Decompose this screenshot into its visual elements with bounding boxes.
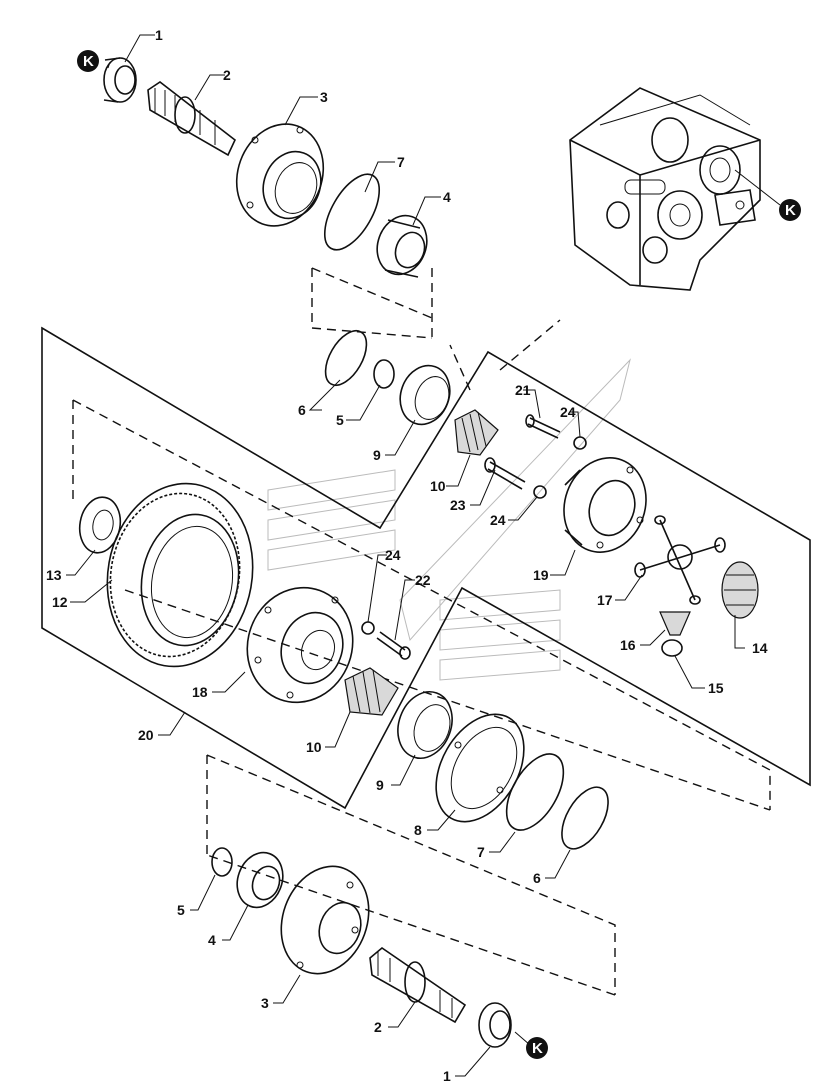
callout: 9 bbox=[373, 447, 381, 463]
snap-ring-6-lower bbox=[561, 786, 609, 850]
dashed-group-lines bbox=[72, 267, 771, 996]
top-flange-3 bbox=[235, 123, 325, 227]
svg-text:K: K bbox=[83, 53, 94, 70]
svg-text:K: K bbox=[532, 1040, 543, 1057]
cup-9-upper bbox=[399, 364, 451, 426]
callout: 7 bbox=[397, 154, 405, 170]
shim-8 bbox=[435, 713, 525, 823]
reference-marker-k: K bbox=[779, 199, 801, 221]
callout: 19 bbox=[533, 567, 549, 583]
watermark bbox=[267, 358, 631, 681]
callout: 20 bbox=[138, 727, 154, 743]
callout: 15 bbox=[708, 680, 724, 696]
bolt-23 bbox=[484, 457, 526, 490]
snap-ring-6-upper bbox=[324, 330, 368, 386]
pinion-16 bbox=[659, 611, 691, 636]
callout: 5 bbox=[177, 902, 185, 918]
top-seal-1 bbox=[103, 57, 137, 103]
callout: 9 bbox=[376, 777, 384, 793]
bearing-4-lower bbox=[236, 851, 284, 909]
callout: 7 bbox=[477, 844, 485, 860]
svg-text:K: K bbox=[785, 202, 796, 219]
ring-5-upper bbox=[373, 359, 395, 389]
side-gear-14 bbox=[721, 561, 759, 619]
callout: 1 bbox=[155, 27, 163, 43]
callout: 12 bbox=[52, 594, 68, 610]
cup-9-lower bbox=[397, 691, 453, 759]
nut-24-lower bbox=[361, 621, 375, 635]
callout: 10 bbox=[430, 478, 446, 494]
washer-15 bbox=[661, 639, 683, 657]
callout: 6 bbox=[298, 402, 306, 418]
bolt-22 bbox=[376, 631, 411, 660]
bolt-21 bbox=[525, 414, 561, 439]
callout: 4 bbox=[443, 189, 451, 205]
callout: 16 bbox=[620, 637, 636, 653]
top-bearing-4 bbox=[376, 214, 428, 278]
transmission-housing bbox=[569, 87, 761, 291]
callout: 23 bbox=[450, 497, 466, 513]
reference-marker-k: K bbox=[77, 50, 99, 72]
diff-case-18 bbox=[246, 586, 354, 704]
differential-assembly-frame bbox=[41, 326, 811, 810]
top-shaft-2 bbox=[147, 81, 236, 157]
cone-10-lower bbox=[344, 667, 399, 716]
callout: 5 bbox=[336, 412, 344, 428]
callout: 18 bbox=[192, 684, 208, 700]
flange-3-lower bbox=[280, 865, 370, 975]
reference-marker-k: K bbox=[526, 1037, 548, 1059]
nut-24-middle bbox=[533, 485, 547, 499]
callout: 17 bbox=[597, 592, 613, 608]
diff-case-19 bbox=[563, 457, 647, 553]
callout: 8 bbox=[414, 822, 422, 838]
callout: 24 bbox=[490, 512, 506, 528]
callout: 14 bbox=[752, 640, 768, 656]
cone-10-upper bbox=[454, 409, 499, 456]
callout: 6 bbox=[533, 870, 541, 886]
callout: 21 bbox=[515, 382, 531, 398]
ring-gear-12 bbox=[106, 482, 254, 668]
callout: 24 bbox=[385, 547, 401, 563]
callout: 13 bbox=[46, 567, 62, 583]
callout: 2 bbox=[374, 1019, 382, 1035]
callout: 24 bbox=[560, 404, 576, 420]
callout-labels: 1 2 3 7 4 6 5 9 21 24 10 23 24 24 22 13 … bbox=[46, 27, 768, 1084]
callout: 4 bbox=[208, 932, 216, 948]
nut-24-upper bbox=[573, 436, 587, 450]
callout: 1 bbox=[443, 1068, 451, 1084]
top-snap-ring-7 bbox=[323, 173, 381, 251]
callout: 3 bbox=[320, 89, 328, 105]
callout: 22 bbox=[415, 572, 431, 588]
seal-1-lower bbox=[478, 1002, 512, 1048]
callout: 2 bbox=[223, 67, 231, 83]
reference-markers: K K K bbox=[77, 50, 801, 1059]
callout: 3 bbox=[261, 995, 269, 1011]
shaft-2-lower bbox=[369, 946, 467, 1024]
ring-5-lower bbox=[211, 847, 233, 877]
leader-lines bbox=[66, 34, 781, 1077]
callout: 10 bbox=[306, 739, 322, 755]
spider-cross-17 bbox=[634, 515, 726, 605]
snap-ring-7-lower bbox=[505, 753, 565, 831]
